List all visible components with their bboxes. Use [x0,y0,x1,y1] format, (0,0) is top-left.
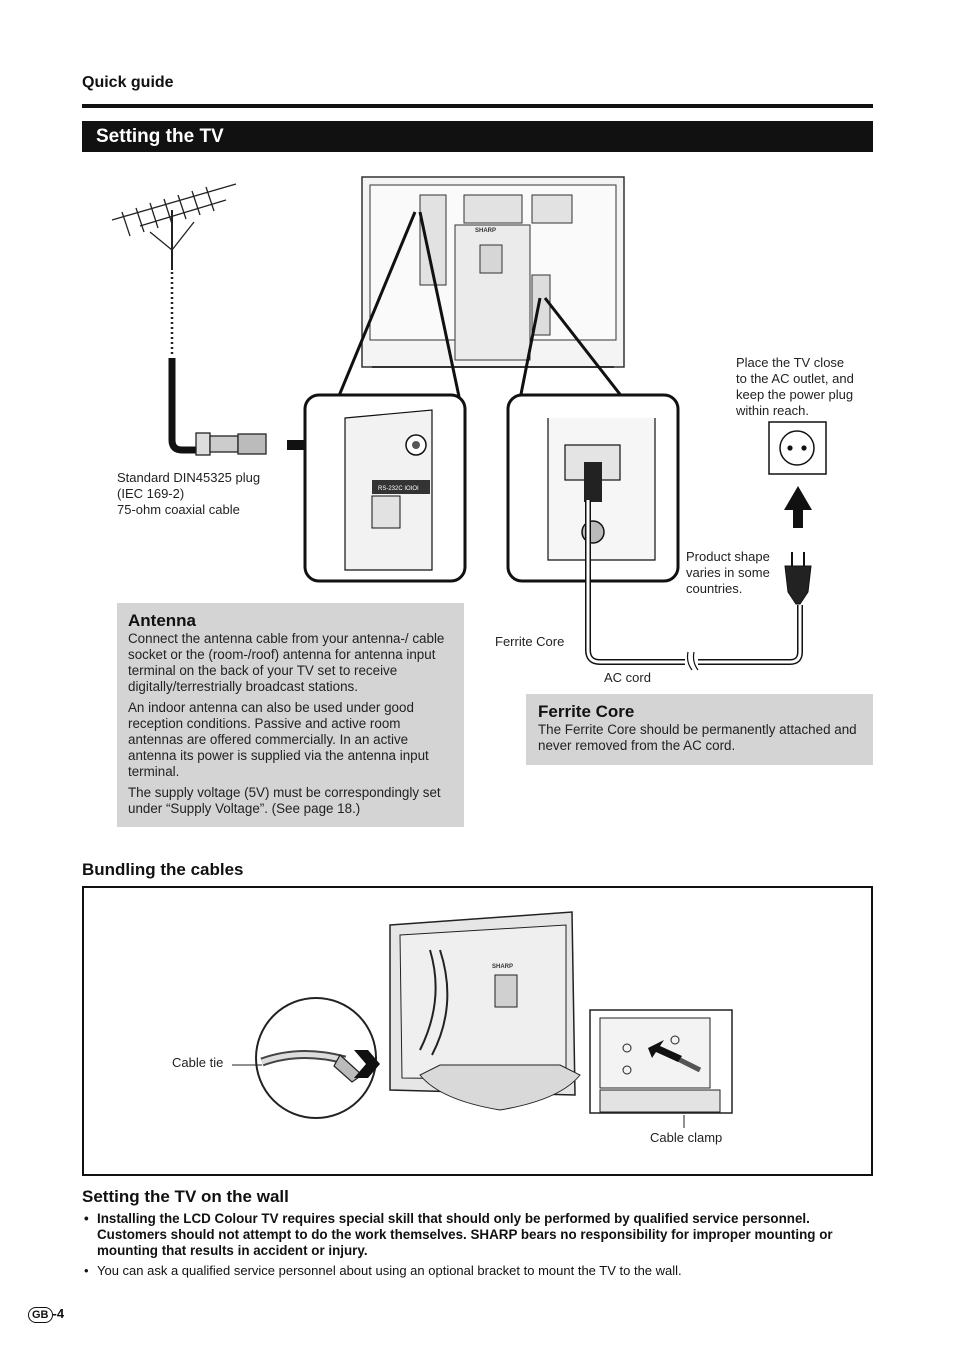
antenna-terminal-callout [303,211,467,583]
caption-line: to the AC outlet, and [736,371,854,386]
cable-clamp-caption: Cable clamp [650,1130,723,1145]
caption-line: (IEC 169-2) [117,486,185,501]
ac-outlet-icon [768,421,827,475]
ac-cord-caption: AC cord [604,670,651,685]
wall-heading: Setting the TV on the wall [82,1187,289,1206]
list-item: Installing the LCD Colour TV requires sp… [82,1211,874,1259]
antenna-info-box: Antenna Connect the antenna cable from y… [117,603,464,827]
arrow-up-icon [784,486,812,528]
cable-tie-caption: Cable tie [172,1055,224,1070]
bundling-frame [82,886,873,1176]
ferrite-info-box: Ferrite Core The Ferrite Core should be … [526,694,873,765]
list-item: You can ask a qualified service personne… [82,1263,874,1279]
outlet-caption: Place the TV close to the AC outlet, and… [736,355,854,419]
power-plug-illustration [784,552,812,605]
ferrite-box-text: The Ferrite Core should be permanently a… [538,722,857,753]
caption-line: varies in some [686,565,770,580]
region-badge: GB [28,1307,53,1323]
section-label: Quick guide [82,74,174,91]
caption-line: Standard DIN45325 plug [117,470,261,485]
bundling-illustration: SHARP [232,911,733,1128]
paragraph: Connect the antenna cable from your ante… [128,631,445,694]
caption-line: Product shape [686,549,770,564]
bundling-heading: Bundling the cables [82,860,244,879]
paragraph: The supply voltage (5V) must be correspo… [128,785,441,816]
caption-line: 75-ohm coaxial cable [117,502,240,517]
header-rule [82,104,873,108]
rs232-label: RS-232C IOIOI [378,486,419,492]
ac-inlet-callout [506,297,803,671]
brand-mark: SHARP [492,964,513,970]
paragraph: An indoor antenna can also be used under… [128,700,429,779]
antenna-box-text: Connect the antenna cable from your ante… [128,631,453,817]
caption-line: countries. [686,581,743,596]
antenna-illustration [111,183,267,456]
ferrite-box-title: Ferrite Core [538,702,635,721]
page-number: GB-4 [28,1306,64,1323]
product-shape-caption: Product shape varies in some countries. [686,549,770,597]
arrow-right-icon [354,1050,380,1078]
caption-line: Place the TV close [736,355,845,370]
arrow-left-icon [648,1040,682,1062]
caption-line: within reach. [736,403,809,418]
page-number-text: -4 [52,1306,65,1321]
caption-line: keep the power plug [736,387,854,402]
plug-caption: Standard DIN45325 plug (IEC 169-2) 75-oh… [117,470,260,518]
antenna-box-title: Antenna [128,611,196,630]
setup-illustration: SHARP RS-232C IOIOI [111,176,827,671]
page-title: Setting the TV [82,121,873,152]
brand-mark: SHARP [475,228,496,234]
ferrite-core-caption: Ferrite Core [495,634,565,649]
tv-rear-illustration [361,176,625,368]
wall-bullets: Installing the LCD Colour TV requires sp… [82,1211,874,1283]
